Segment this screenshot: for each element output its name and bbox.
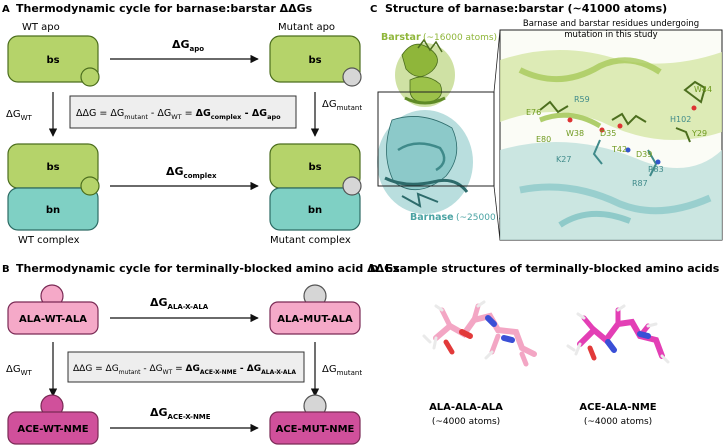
panel-a-title: Thermodynamic cycle for barnase:barstar … — [16, 2, 313, 15]
mutant-complex-label: Mutant complex — [270, 235, 351, 246]
inset-caption-1: Barnase and barstar residues undergoing — [523, 19, 699, 29]
residue-t42: T42 — [611, 145, 627, 154]
ddg-equation: ΔΔG = ΔGmutant - ΔGWT = ΔGcomplex - ΔGap… — [76, 108, 281, 121]
panel-b: B Thermodynamic cycle for terminally-blo… — [2, 262, 400, 445]
dg-complex: ΔGcomplex — [166, 165, 217, 180]
residue-r59: R59 — [574, 95, 590, 104]
panel-a: A Thermodynamic cycle for barnase:barsta… — [2, 2, 362, 246]
wt-complex-bn-label: bn — [46, 205, 60, 216]
ala-ala-ala-label: ALA-ALA-ALA — [429, 402, 503, 413]
protein-overview-image — [377, 38, 473, 214]
panel-c: C Structure of barnase:barstar (~41000 a… — [370, 2, 723, 241]
wt-apo-residue — [80, 67, 100, 87]
residue-y29: Y29 — [691, 129, 707, 138]
mut-complex-bs-label: bs — [308, 162, 321, 173]
b-ddg-equation-box — [67, 351, 305, 383]
ace-wt-nme-box — [7, 411, 99, 445]
mut-complex-residue — [342, 176, 362, 196]
residue-d35: D35 — [600, 129, 616, 138]
dg-wt-label: ΔGWT — [6, 109, 33, 122]
residue-w44: W44 — [694, 85, 712, 94]
b-dg-mutant-label: ΔGmutant — [322, 364, 362, 377]
wt-complex-label: WT complex — [18, 235, 80, 246]
barstar-label: Barstar — [381, 32, 421, 43]
mut-apo-residue — [342, 67, 362, 87]
residue-h102: H102 — [670, 115, 691, 124]
barnase-atoms: (~25000 atoms) — [456, 213, 530, 223]
ala-mut-ala-label: ALA-MUT-ALA — [277, 314, 353, 325]
dg-ace-x-nme: ΔGACE-X-NME — [150, 406, 211, 421]
inset-caption-2: mutation in this study — [564, 30, 657, 40]
ace-ala-nme-label: ACE-ALA-NME — [579, 402, 656, 413]
panel-c-title: Structure of barnase:barstar (~41000 ato… — [385, 2, 667, 15]
wt-apo-bs-box — [7, 35, 99, 83]
residue-k27: K27 — [556, 155, 571, 164]
panel-d-title: Example structures of terminally-blocked… — [385, 262, 720, 275]
dg-mutant-label: ΔGmutant — [322, 99, 362, 112]
barnase-label: Barnase — [410, 212, 454, 223]
wt-complex-bs-label: bs — [46, 162, 59, 173]
mut-apo-bs-box — [269, 35, 361, 83]
panel-d-letter: D — [370, 264, 378, 275]
mut-apo-bs-label: bs — [308, 55, 321, 66]
b-ddg-equation: ΔΔG = ΔGmutant - ΔGWT = ΔGACE-X-NME - ΔG… — [73, 364, 296, 376]
mutant-apo-label: Mutant apo — [278, 22, 335, 33]
ala-wt-ala-box — [7, 301, 99, 335]
wt-complex-bn-box — [7, 187, 99, 231]
dg-ala-x-ala: ΔGALA-X-ALA — [150, 296, 209, 311]
residue-r87: R87 — [632, 179, 648, 188]
zoom-region-box — [377, 91, 495, 187]
ala-ala-ala-atoms: (~4000 atoms) — [432, 417, 500, 427]
mut-complex-bn-box — [269, 187, 361, 231]
interface-closeup-image — [500, 50, 722, 240]
ace-ala-nme-atoms: (~4000 atoms) — [584, 417, 652, 427]
panel-b-letter: B — [2, 264, 10, 275]
b-dg-wt-label: ΔGWT — [6, 364, 33, 377]
ala-ala-ala-structure — [422, 300, 537, 367]
ace-mut-nme-label: ACE-MUT-NME — [276, 424, 355, 435]
ace-ala-nme-structure — [566, 304, 670, 364]
zoom-line-bottom — [493, 185, 501, 241]
residue-w38: W38 — [566, 129, 584, 138]
panel-d: D Example structures of terminally-block… — [370, 262, 720, 427]
panel-a-letter: A — [2, 4, 10, 15]
residue-e76: E76 — [526, 108, 541, 117]
wt-apo-label: WT apo — [22, 22, 60, 33]
ala-wt-ala-label: ALA-WT-ALA — [19, 314, 87, 325]
wt-complex-residue — [80, 176, 100, 196]
residue-d39: D39 — [636, 150, 652, 159]
panel-b-title: Thermodynamic cycle for terminally-block… — [16, 262, 400, 275]
mut-complex-bn-label: bn — [308, 205, 322, 216]
residue-r83: R83 — [648, 165, 664, 174]
ala-mut-ala-box — [269, 301, 361, 335]
zoom-line-top — [493, 29, 501, 93]
ace-mut-nme-box — [269, 411, 361, 445]
ddg-equation-box — [69, 95, 297, 129]
panel-c-letter: C — [370, 4, 377, 15]
residue-e80: E80 — [536, 135, 551, 144]
barstar-atoms: (~16000 atoms) — [423, 33, 497, 43]
dg-apo: ΔGapo — [172, 38, 204, 53]
wt-apo-bs-label: bs — [46, 55, 59, 66]
ace-wt-nme-label: ACE-WT-NME — [17, 424, 88, 435]
